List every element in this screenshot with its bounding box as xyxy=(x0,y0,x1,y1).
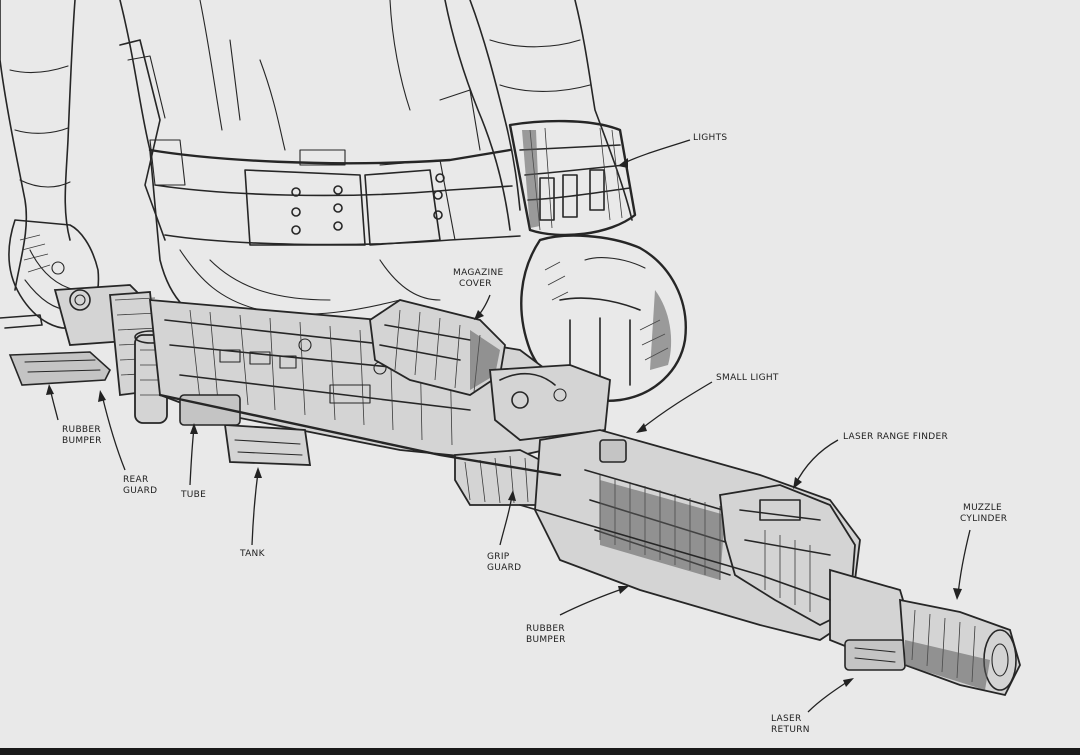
label-tube-text: TUBE xyxy=(181,490,207,500)
label-small-light-text: SMALL LIGHT xyxy=(716,373,779,383)
weapon-body xyxy=(0,284,1021,697)
label-rubber-bumper-front-line2: BUMPER xyxy=(526,635,566,645)
label-rear-guard-line1: REAR xyxy=(123,475,149,485)
callout-arrows xyxy=(46,139,971,713)
label-laser-range-finder: LASER RANGE FINDER xyxy=(843,432,948,443)
label-laser-return: LASER RETURN xyxy=(771,714,810,736)
label-rubber-bumper-front-line1: RUBBER xyxy=(526,624,565,634)
label-rubber-bumper-rear-line1: RUBBER xyxy=(62,425,101,435)
label-tank: TANK xyxy=(240,549,265,560)
label-rubber-bumper-rear: RUBBER BUMPER xyxy=(62,425,102,447)
label-grip-guard-line1: GRIP xyxy=(487,552,510,562)
label-tank-text: TANK xyxy=(240,549,265,559)
label-muzzle-cylinder-line2: CYLINDER xyxy=(960,514,1008,524)
label-lights-text: LIGHTS xyxy=(693,133,728,143)
label-muzzle-cylinder-line1: MUZZLE xyxy=(963,503,1003,513)
label-laser-range-finder-text: LASER RANGE FINDER xyxy=(843,432,949,442)
left-arm xyxy=(0,0,100,329)
label-lights: LIGHTS xyxy=(693,133,727,144)
label-rubber-bumper-rear-line2: BUMPER xyxy=(62,436,102,446)
label-magazine-cover-line2: COVER xyxy=(459,279,492,289)
label-grip-guard-line2: GUARD xyxy=(487,563,522,573)
rear-bumper-shape xyxy=(8,351,111,386)
label-laser-return-line2: RETURN xyxy=(771,725,810,735)
figure-torso xyxy=(119,0,521,331)
right-arm xyxy=(469,0,687,402)
label-tube: TUBE xyxy=(181,490,206,501)
label-magazine-cover: MAGAZINE COVER xyxy=(453,268,504,290)
label-laser-return-line1: LASER xyxy=(771,714,802,724)
label-rubber-bumper-front: RUBBER BUMPER xyxy=(526,624,566,646)
label-grip-guard: GRIP GUARD xyxy=(487,552,521,574)
label-rear-guard: REAR GUARD xyxy=(123,475,157,497)
label-magazine-cover-line1: MAGAZINE xyxy=(453,268,504,278)
label-small-light: SMALL LIGHT xyxy=(716,373,779,384)
bottom-border xyxy=(0,748,1080,755)
label-rear-guard-line2: GUARD xyxy=(123,486,158,496)
label-muzzle-cylinder: MUZZLE CYLINDER xyxy=(960,503,1007,525)
